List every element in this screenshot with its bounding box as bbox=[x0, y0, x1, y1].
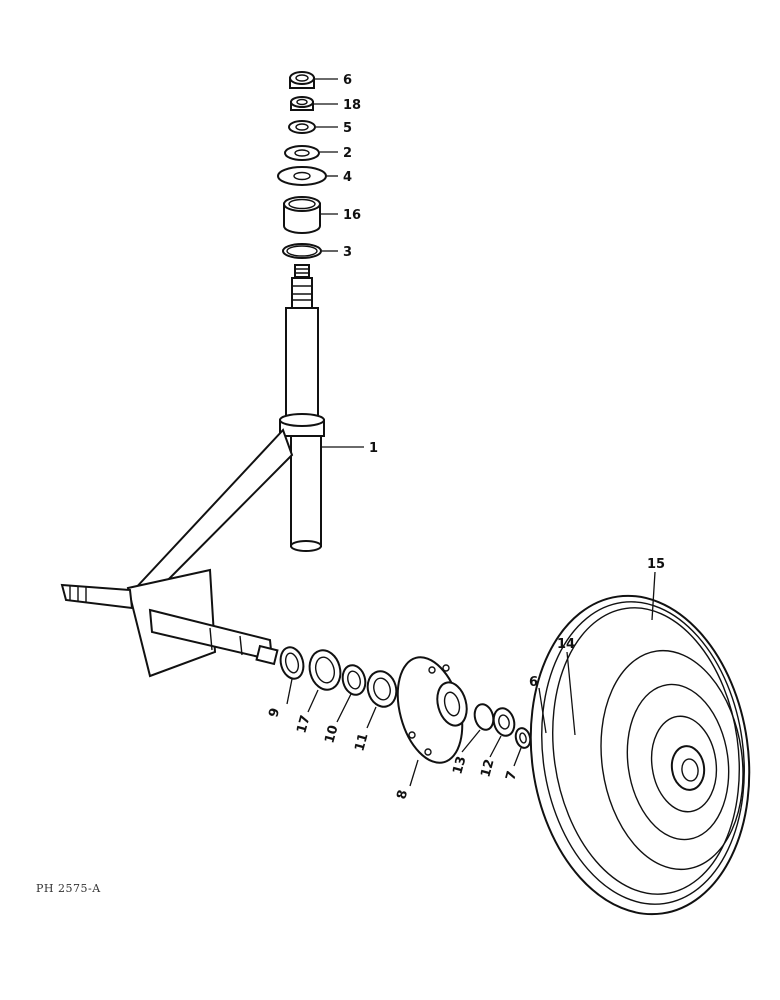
callout-8: 8 bbox=[394, 788, 411, 801]
leader-lines bbox=[286, 78, 656, 787]
part-16-bushing bbox=[283, 196, 321, 234]
part-15-wheel-and-tire bbox=[529, 594, 751, 916]
part-8-wheel-hub bbox=[396, 656, 468, 764]
callout-6-hub: 6 bbox=[529, 675, 538, 690]
part-3-ring bbox=[282, 243, 322, 259]
part-2-washer bbox=[284, 145, 320, 161]
part-17-cup bbox=[308, 649, 342, 691]
part-18-nut bbox=[290, 96, 314, 111]
callout-1: 1 bbox=[369, 441, 378, 456]
callout-14: 14 bbox=[557, 637, 575, 652]
part-12-cone bbox=[492, 707, 516, 737]
callout-9: 9 bbox=[266, 706, 283, 719]
part-5-washer bbox=[288, 120, 316, 134]
callout-3: 3 bbox=[343, 245, 352, 260]
callout-15: 15 bbox=[647, 557, 665, 572]
callout-16: 16 bbox=[343, 208, 361, 223]
part-1-caster-spindle bbox=[60, 264, 325, 678]
part-7-washer bbox=[514, 727, 532, 749]
callout-18: 18 bbox=[343, 98, 361, 113]
part-9-seal bbox=[279, 646, 305, 680]
callout-7: 7 bbox=[503, 769, 520, 782]
callout-2: 2 bbox=[343, 146, 352, 161]
callout-12: 12 bbox=[478, 758, 497, 779]
callout-6-top: 6 bbox=[343, 73, 352, 88]
callout-10: 10 bbox=[322, 724, 341, 745]
part-11-cup bbox=[366, 670, 398, 708]
callout-5: 5 bbox=[343, 121, 352, 136]
callout-4: 4 bbox=[343, 170, 352, 185]
callout-17: 17 bbox=[294, 714, 313, 735]
callout-13: 13 bbox=[450, 755, 469, 776]
part-13-cone bbox=[473, 703, 495, 731]
part-4-washer bbox=[277, 166, 327, 186]
part-6-nut-top bbox=[289, 71, 315, 89]
part-10-cone bbox=[341, 664, 367, 696]
callout-11: 11 bbox=[352, 732, 371, 753]
figure-reference-code: PH 2575-A bbox=[36, 882, 101, 895]
